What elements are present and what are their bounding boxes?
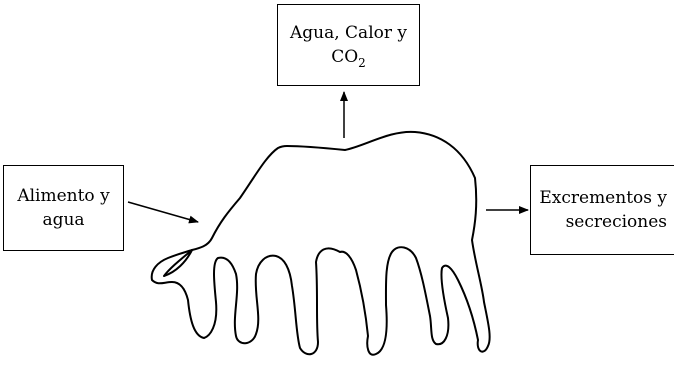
sheep-grazing-icon xyxy=(152,132,490,355)
output-excretion-line2: secreciones xyxy=(566,210,667,234)
output-gases-box: Agua, Calor y CO2 xyxy=(277,4,420,86)
output-excretion-box: Excrementos y secreciones xyxy=(530,165,674,255)
arrow-right-icon xyxy=(128,202,198,222)
input-food-line1: Alimento y xyxy=(17,184,109,208)
input-food-box: Alimento y agua xyxy=(3,165,124,251)
input-food-line2: agua xyxy=(42,208,84,232)
output-gases-line1: Agua, Calor y xyxy=(290,21,407,45)
co2-main: CO xyxy=(331,47,358,67)
output-gases-line2: CO2 xyxy=(331,45,366,70)
output-excretion-line1: Excrementos y xyxy=(539,186,667,210)
co2-subscript: 2 xyxy=(358,56,366,70)
